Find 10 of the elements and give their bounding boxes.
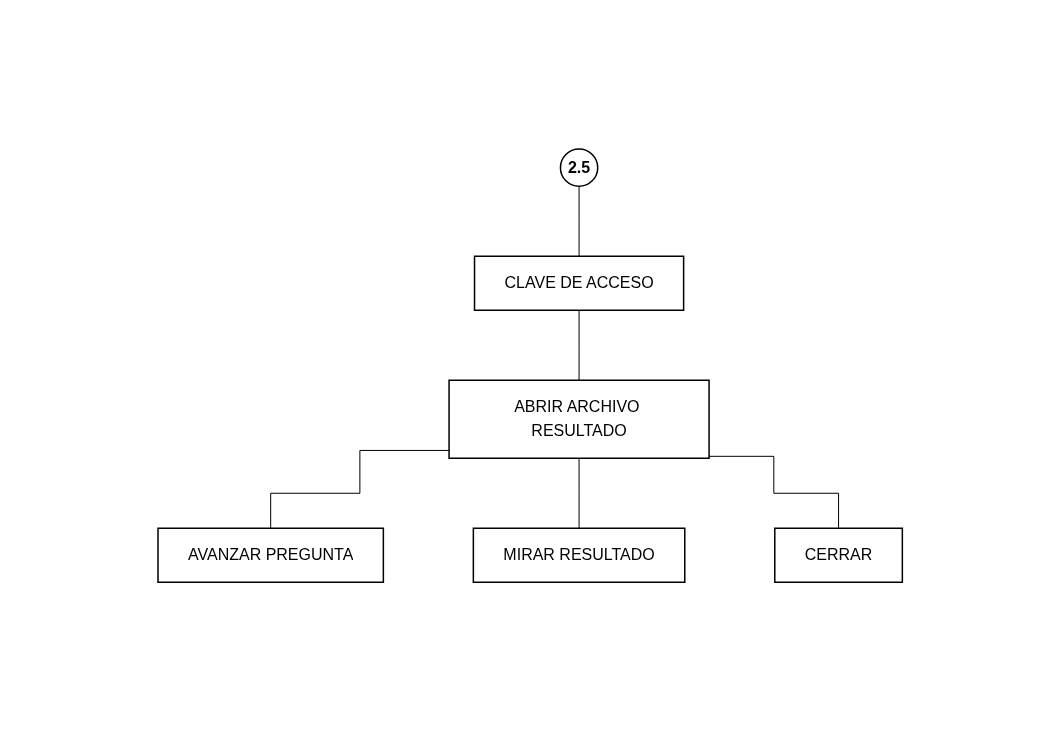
connector: [578, 309, 580, 381]
node-box: AVANZAR PREGUNTA: [157, 527, 384, 583]
connector: [708, 455, 839, 529]
node-box: MIRAR RESULTADO: [472, 527, 686, 583]
connector: [578, 457, 580, 529]
node-box: CLAVE DE ACCESO: [473, 255, 685, 311]
node-circle: 2.5: [559, 148, 599, 187]
node-box: ABRIR ARCHIVO RESULTADO: [448, 379, 710, 459]
connector: [578, 185, 580, 257]
node-box: CERRAR: [773, 527, 903, 583]
